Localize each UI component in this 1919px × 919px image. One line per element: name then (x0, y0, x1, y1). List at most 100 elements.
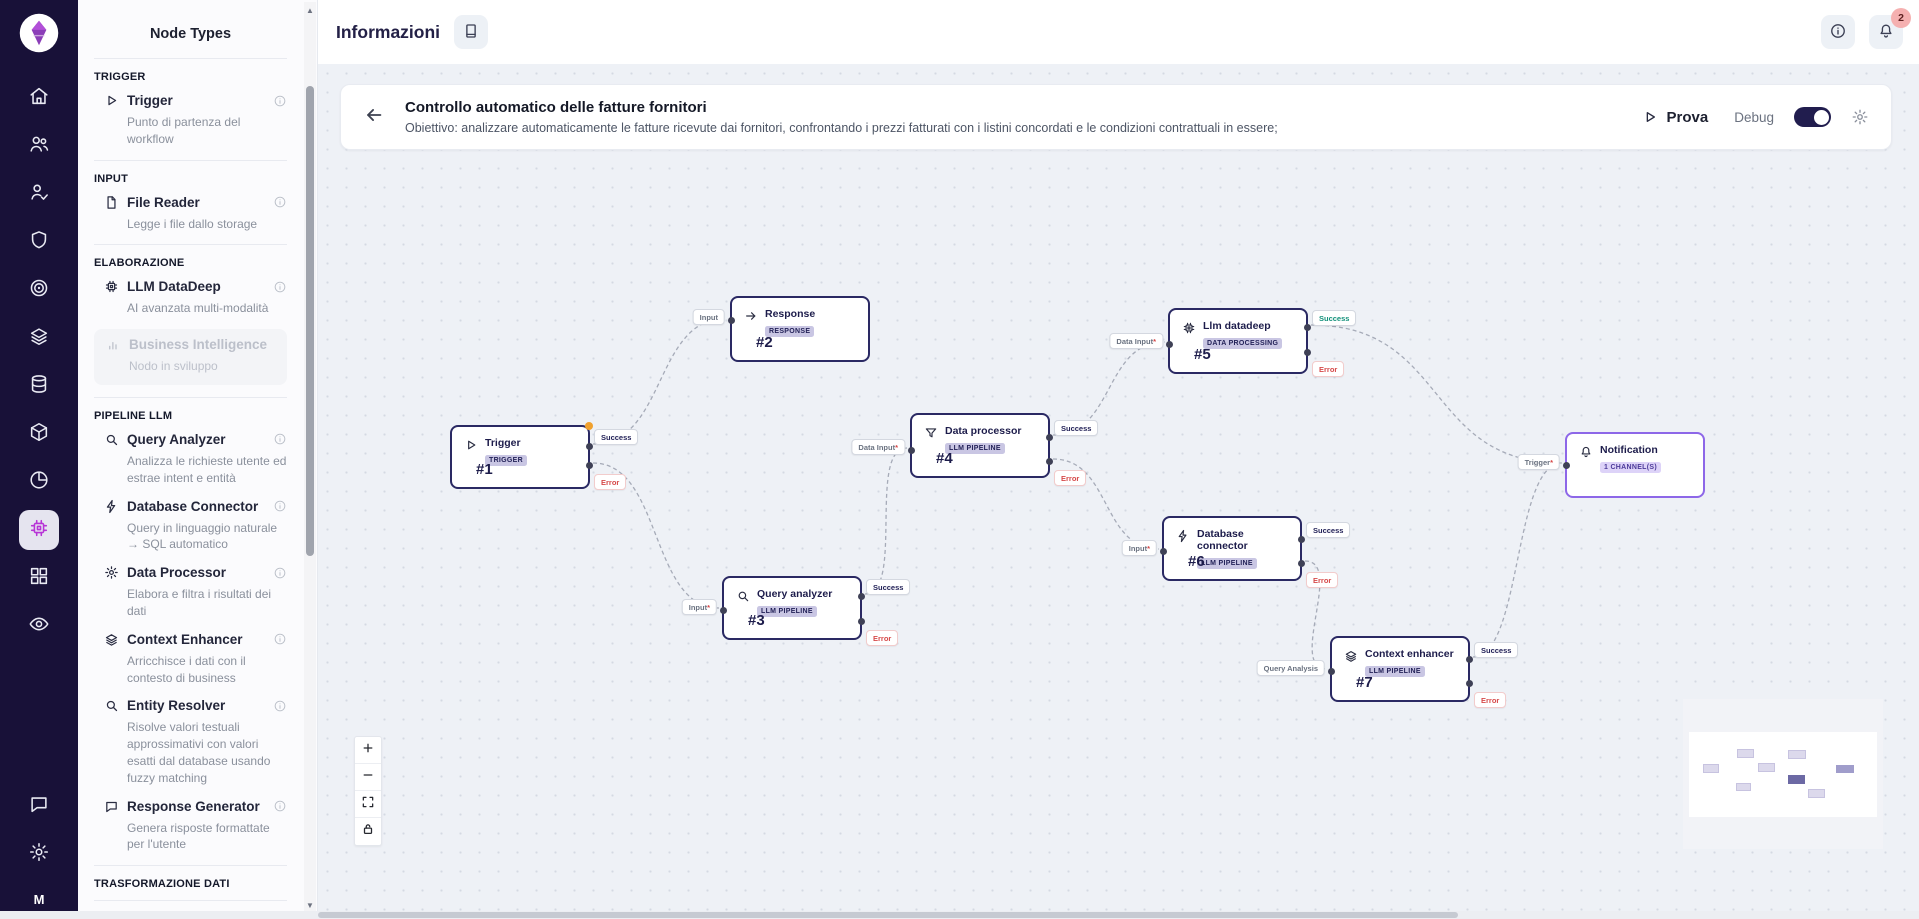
fit-view-button[interactable] (355, 791, 381, 818)
info-icon[interactable] (273, 499, 287, 513)
input-port[interactable] (719, 606, 727, 614)
sidebar-item-monitor[interactable] (19, 606, 59, 646)
sidebar-item-layers[interactable] (19, 318, 59, 358)
info-icon[interactable] (273, 799, 287, 813)
edge-connection[interactable] (1472, 462, 1563, 658)
debug-toggle[interactable] (1794, 107, 1831, 127)
panel-item-head[interactable]: LLM DataDeep (94, 279, 287, 294)
sidebar-item-target[interactable] (19, 270, 59, 310)
sidebar-item-workflows[interactable] (19, 510, 59, 550)
panel-item-head[interactable]: File Reader (94, 195, 287, 210)
sidebar-item-apps[interactable] (19, 558, 59, 598)
zoom-out-button[interactable] (355, 764, 381, 791)
input-port[interactable] (1327, 667, 1335, 675)
workflow-canvas[interactable]: Controllo automatico delle fatture forni… (318, 64, 1919, 919)
sidebar-item-database[interactable] (19, 366, 59, 406)
docs-button[interactable] (454, 15, 489, 49)
edge-connection[interactable] (592, 317, 728, 445)
success-port[interactable] (585, 442, 593, 450)
error-port[interactable] (585, 461, 593, 469)
notifications-button[interactable]: 2 (1869, 8, 1911, 49)
input-port[interactable] (1562, 461, 1570, 469)
error-port[interactable] (1465, 679, 1473, 687)
minimap[interactable] (1683, 699, 1883, 849)
info-icon[interactable] (273, 280, 287, 294)
info-icon[interactable] (273, 699, 287, 713)
panel-item-head[interactable]: Database Connector (94, 499, 287, 514)
info-icon[interactable] (273, 195, 287, 209)
info-icon[interactable] (273, 94, 287, 108)
app-logo[interactable] (18, 12, 60, 54)
minimap-viewport[interactable] (1689, 732, 1877, 817)
horizontal-scrollbar[interactable] (0, 911, 1919, 919)
lock-button[interactable] (355, 818, 381, 845)
scrollbar-thumb[interactable] (306, 86, 314, 556)
error-port[interactable] (1303, 348, 1311, 356)
error-port[interactable] (1045, 457, 1053, 465)
info-icon[interactable] (273, 432, 287, 446)
panel-item-head[interactable]: Entity Resolver (94, 698, 287, 713)
panel-item-head[interactable]: Query Analyzer (94, 432, 287, 447)
sidebar-item-modules[interactable] (19, 414, 59, 454)
edge-connection[interactable] (1310, 324, 1563, 464)
success-port[interactable] (1297, 535, 1305, 543)
panel-scrollbar[interactable]: ▲ ▼ (304, 2, 316, 917)
input-port[interactable] (1159, 547, 1167, 555)
panel-item-head[interactable]: Response Generator (94, 799, 287, 814)
input-port[interactable] (907, 446, 915, 454)
user-avatar[interactable]: M (33, 892, 45, 907)
panel-item-head[interactable]: Context Enhancer (94, 632, 287, 647)
info-icon[interactable] (273, 566, 287, 580)
sidebar-item-analytics[interactable] (19, 462, 59, 502)
sidebar-item-chat[interactable] (19, 786, 59, 826)
success-port[interactable] (1465, 655, 1473, 663)
workflow-settings-button[interactable] (1851, 108, 1869, 126)
info-button[interactable] (1821, 15, 1855, 49)
edge-connection[interactable] (864, 447, 908, 595)
back-button[interactable] (363, 104, 389, 130)
sidebar-item-team[interactable] (19, 126, 59, 166)
panel-item-head[interactable]: Data Processor (94, 565, 287, 580)
horizontal-scrollbar-thumb[interactable] (318, 912, 1458, 918)
edge-connection[interactable] (592, 462, 720, 609)
info-icon[interactable] (273, 632, 287, 646)
scroll-down-arrow-icon[interactable]: ▼ (306, 901, 314, 910)
panel-item-head[interactable]: Business Intelligence (96, 337, 281, 352)
input-port[interactable] (1165, 340, 1173, 348)
error-port[interactable] (1297, 559, 1305, 567)
input-port[interactable] (727, 316, 735, 324)
run-button[interactable]: Prova (1636, 108, 1715, 127)
panel-item-head[interactable]: Trigger (94, 93, 287, 108)
sidebar-item-home[interactable] (19, 78, 59, 118)
zoom-in-button[interactable] (355, 737, 381, 764)
sidebar-item-security[interactable] (19, 222, 59, 262)
debug-button[interactable]: Debug (1734, 109, 1774, 125)
error-port[interactable] (857, 617, 865, 625)
success-port[interactable] (857, 592, 865, 600)
sidebar-item-user-check[interactable] (19, 174, 59, 214)
success-port[interactable] (1045, 433, 1053, 441)
sidebar-item-settings[interactable] (19, 834, 59, 874)
success-port[interactable] (1303, 323, 1311, 331)
selection-handle[interactable] (585, 422, 593, 430)
scroll-up-arrow-icon[interactable]: ▲ (306, 6, 314, 15)
